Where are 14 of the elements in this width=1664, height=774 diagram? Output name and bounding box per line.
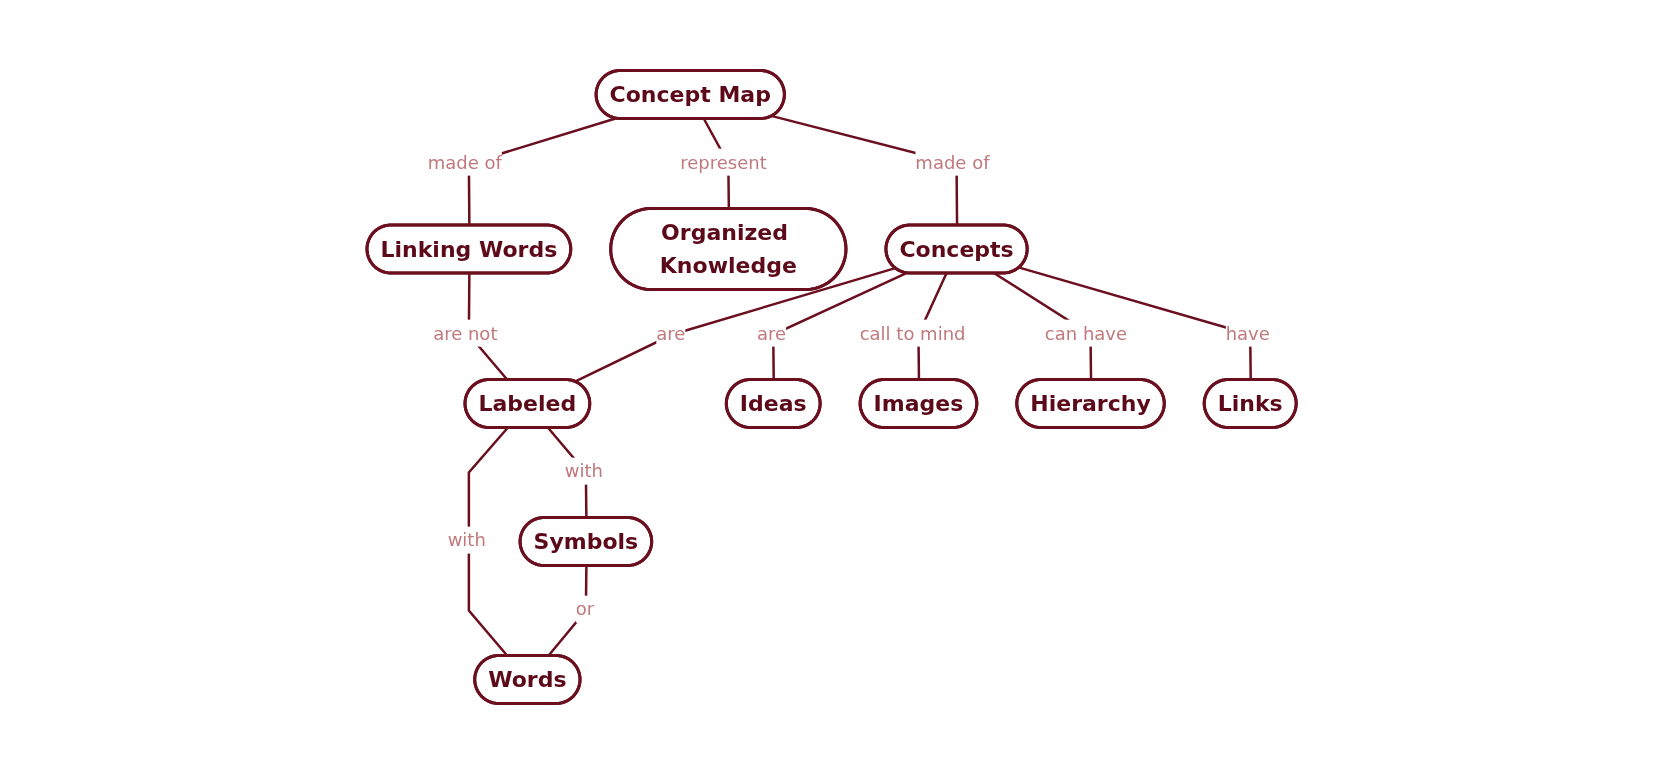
- edge-label: can have: [1045, 322, 1128, 344]
- edge-label: or: [576, 598, 595, 620]
- connector: [574, 266, 897, 383]
- edge-label: are: [757, 322, 787, 344]
- edge-label: made of: [915, 151, 990, 173]
- edge-label: have: [1226, 322, 1271, 344]
- edge-label: represent: [680, 151, 768, 173]
- edge-label: are: [656, 322, 686, 344]
- edge-label: call to mind: [860, 322, 966, 344]
- edge-label: made of: [428, 151, 503, 173]
- edge-label: with: [565, 460, 604, 482]
- edge-label: are not: [433, 322, 498, 344]
- connector: [1019, 266, 1253, 380]
- edge-label: with: [448, 529, 487, 551]
